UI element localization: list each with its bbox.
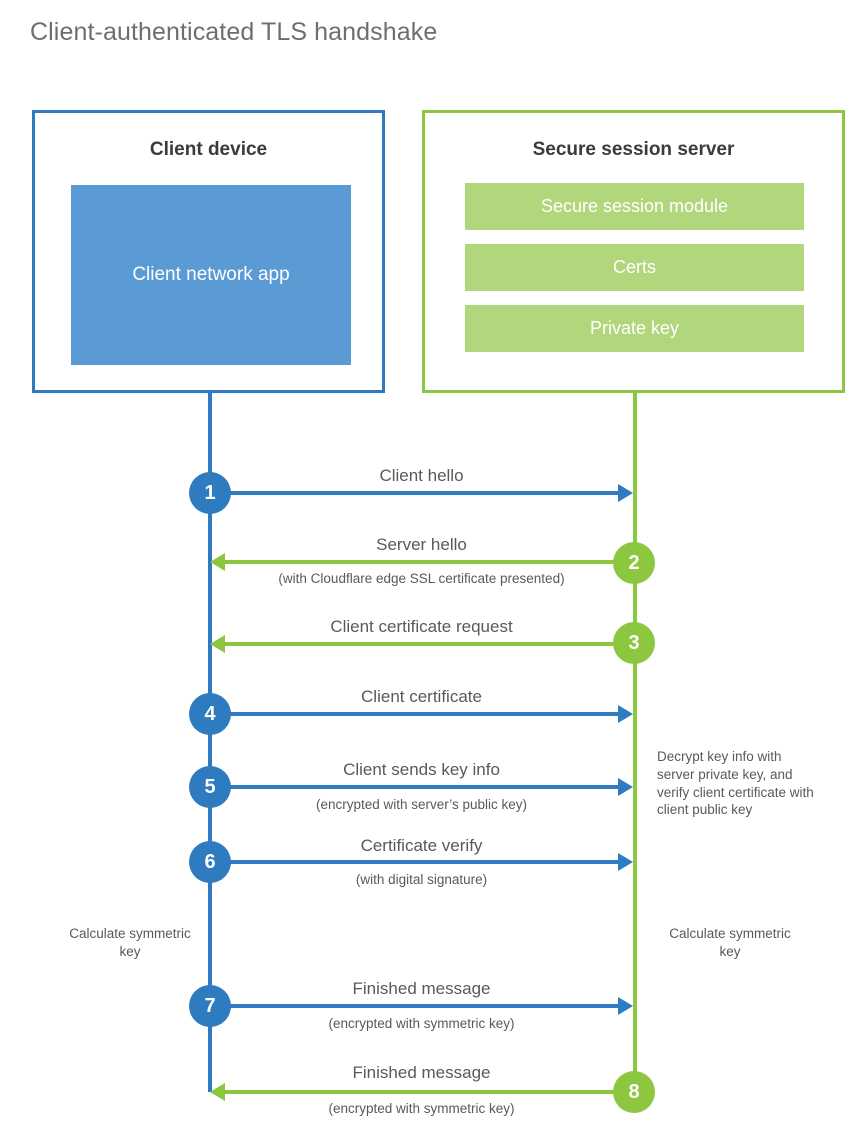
arrowhead-left-icon [210, 1083, 225, 1101]
step-2-arrow [210, 553, 633, 571]
step-3-label: Client certificate request [330, 617, 513, 636]
step-7-arrow [210, 997, 633, 1015]
step-7-label: Finished message [352, 979, 491, 998]
server-bar-secure-session-module: Secure session module [465, 183, 804, 230]
step-3-circle[interactable]: 3 [613, 622, 655, 664]
step-1-circle[interactable]: 1 [189, 472, 231, 514]
server-decrypt-note: Decrypt key info with server private key… [657, 749, 814, 818]
arrowhead-right-icon [618, 853, 633, 871]
step-6-arrow [210, 853, 633, 871]
step-5-sublabel: (encrypted with server’s public key) [315, 797, 528, 812]
step-8-sublabel: (encrypted with symmetric key) [328, 1101, 515, 1116]
client-lifeline [208, 393, 212, 1092]
step-2-circle[interactable]: 2 [613, 542, 655, 584]
arrowhead-right-icon [618, 778, 633, 796]
step-7-circle[interactable]: 7 [189, 985, 231, 1027]
actor-box-client: Client device Client network app [32, 110, 385, 393]
step-4-circle[interactable]: 4 [189, 693, 231, 735]
step-6-sublabel: (with digital signature) [355, 872, 488, 887]
client-device-title: Client device [149, 139, 268, 160]
step-4-arrow [210, 705, 633, 723]
arrowhead-right-icon [618, 705, 633, 723]
server-lifeline [633, 393, 637, 1092]
step-5-label: Client sends key info [343, 760, 500, 779]
client-calculate-key-note: Calculate symmetric key [69, 926, 191, 959]
step-1-arrow [210, 484, 633, 502]
client-network-app-block: Client network app [71, 185, 351, 365]
arrowhead-left-icon [210, 635, 225, 653]
step-2-sublabel: (with Cloudflare edge SSL certificate pr… [278, 571, 565, 586]
step-6-label: Certificate verify [360, 836, 483, 855]
server-bar-certs: Certs [465, 244, 804, 291]
actor-box-server: Secure session server Secure session mod… [422, 110, 845, 393]
arrowhead-left-icon [210, 553, 225, 571]
step-5-circle[interactable]: 5 [189, 766, 231, 808]
step-2-label: Server hello [376, 535, 467, 554]
step-4-label: Client certificate [361, 687, 482, 706]
step-6-circle[interactable]: 6 [189, 841, 231, 883]
step-8-arrow [210, 1083, 633, 1101]
server-bar-private-key: Private key [465, 305, 804, 352]
arrowhead-right-icon [618, 484, 633, 502]
server-component-list: Secure session module Certs Private key [465, 183, 804, 352]
step-3-arrow [210, 635, 633, 653]
step-1-label: Client hello [379, 466, 464, 485]
step-7-sublabel: (encrypted with symmetric key) [328, 1016, 515, 1031]
secure-session-server-title: Secure session server [532, 139, 735, 160]
arrowhead-right-icon [618, 997, 633, 1015]
step-8-label: Finished message [352, 1063, 491, 1082]
page-title: Client-authenticated TLS handshake [30, 18, 438, 46]
step-8-circle[interactable]: 8 [613, 1071, 655, 1113]
server-calculate-key-note: Calculate symmetric key [669, 926, 791, 959]
step-5-arrow [210, 778, 633, 796]
